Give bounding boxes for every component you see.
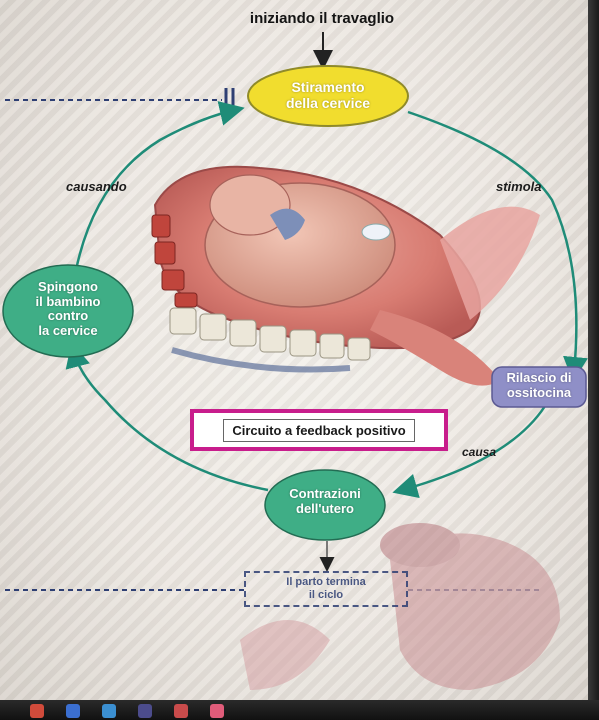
taskbar-app-icon[interactable] — [102, 704, 116, 718]
node-stretch-line-1: Stiramento — [258, 80, 398, 96]
node-push: Spingono il bambino contro la cervice — [8, 280, 128, 338]
end-label-line-2: il ciclo — [246, 589, 406, 602]
taskbar-app-icon[interactable] — [174, 704, 188, 718]
node-push-line-1: Spingono — [8, 280, 128, 295]
node-contractions-line-1: Contrazioni — [265, 487, 385, 502]
edge-label-causing: causando — [66, 180, 127, 195]
taskbar-app-icon[interactable] — [30, 704, 44, 718]
node-contractions: Contrazioni dell'utero — [265, 487, 385, 516]
taskbar-app-icon[interactable] — [66, 704, 80, 718]
node-oxytocin: Rilascio di ossitocina — [492, 371, 586, 400]
feedback-highlight-box: Circuito a feedback positivo — [190, 409, 448, 451]
start-label: iniziando il travaglio — [222, 11, 422, 28]
end-label-line-1: Il parto termina — [246, 576, 406, 589]
uterus-illustration — [152, 167, 540, 386]
monitor-bezel-right — [588, 0, 599, 720]
node-push-line-2: il bambino — [8, 295, 128, 310]
taskbar-app-icon[interactable] — [138, 704, 152, 718]
node-stretch: Stiramento della cervice — [258, 80, 398, 111]
node-stretch-line-2: della cervice — [258, 96, 398, 112]
edge-label-causes: causa — [462, 446, 496, 459]
taskbar-app-icon[interactable] — [210, 704, 224, 718]
node-contractions-line-2: dell'utero — [265, 502, 385, 517]
taskbar-icons — [30, 704, 224, 718]
node-push-line-4: la cervice — [8, 324, 128, 339]
node-oxytocin-line-2: ossitocina — [492, 386, 586, 401]
node-push-line-3: contro — [8, 309, 128, 324]
end-box: Il parto termina il ciclo — [244, 571, 408, 607]
node-oxytocin-line-1: Rilascio di — [492, 371, 586, 386]
edge-label-stimulates: stimola — [496, 180, 542, 195]
feedback-label: Circuito a feedback positivo — [223, 419, 414, 442]
